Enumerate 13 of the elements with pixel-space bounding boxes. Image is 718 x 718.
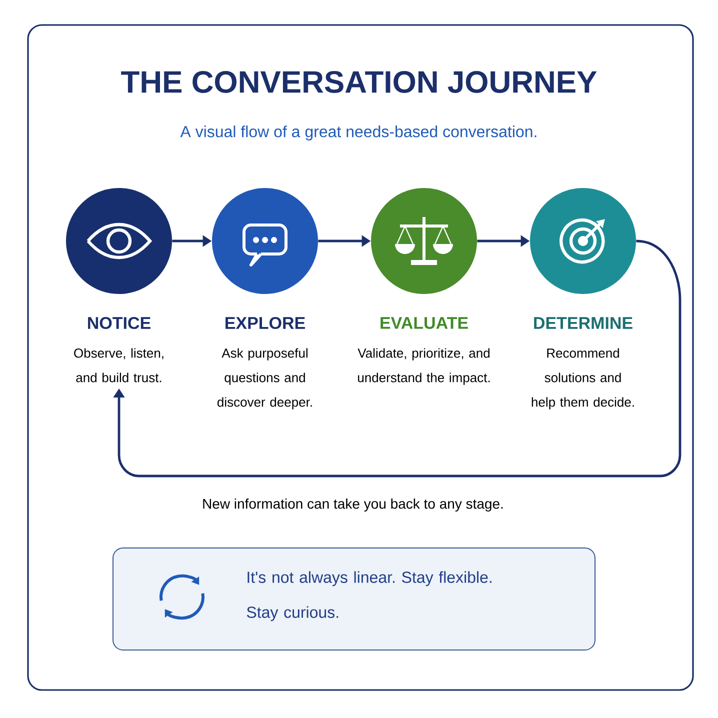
subtitle: A visual flow of a great needs-based conversation. — [180, 126, 536, 140]
stage-description: Validate, prioritize, and understand the impact. — [358, 348, 490, 385]
stage-heading: NOTICE — [88, 316, 150, 330]
stage-description: Observe, listen, and build trust. — [74, 348, 164, 382]
stage-description: Ask purposeful questions and discover deeper. — [218, 348, 312, 410]
stage-heading: EXPLORE — [226, 316, 305, 330]
stage-description: Recommend solutions and help them decide. — [532, 348, 634, 410]
stage-heading: DETERMINE — [534, 317, 632, 329]
arrow — [113, 240, 682, 478]
title: THE CONVERSATION JOURNEY — [121, 71, 597, 93]
note-box: It's not always linear. Stay flexible. Stay curious. — [112, 548, 596, 650]
stage-heading: EVALUATE — [380, 317, 468, 329]
note: New information can take you back to any stage. — [203, 498, 503, 512]
